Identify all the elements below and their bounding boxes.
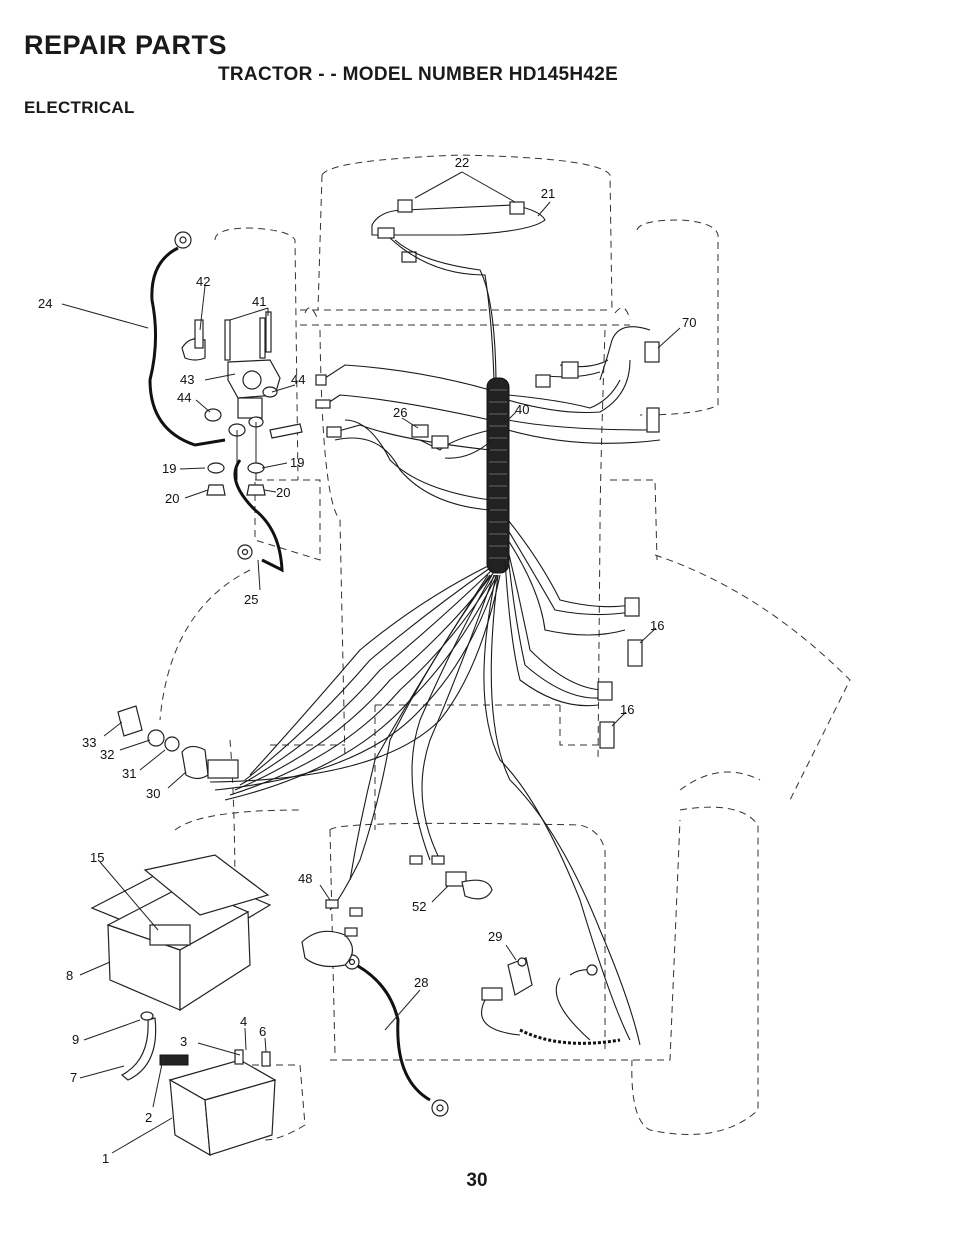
connectors <box>315 341 660 749</box>
callout-15: 15 <box>90 850 104 865</box>
callout-30: 30 <box>146 786 160 801</box>
switch-29 <box>480 957 621 1045</box>
callout-29: 29 <box>488 929 502 944</box>
callout-52: 52 <box>412 899 426 914</box>
callout-48: 48 <box>298 871 312 886</box>
callout-31: 31 <box>122 766 136 781</box>
callout-40: 40 <box>515 402 529 417</box>
callout-19-left: 19 <box>162 461 176 476</box>
callout-32: 32 <box>100 747 114 762</box>
callout-6: 6 <box>259 1024 266 1039</box>
lamp-48 <box>301 899 363 968</box>
light-52 <box>409 855 493 900</box>
callout-3: 3 <box>180 1034 187 1049</box>
solenoid-assembly <box>181 311 303 496</box>
callout-33: 33 <box>82 735 96 750</box>
tractor-outline <box>159 154 851 1141</box>
callout-1: 1 <box>102 1151 109 1166</box>
ignition-switch <box>117 705 239 780</box>
headlight-harness <box>371 199 546 381</box>
callout-20-left: 20 <box>165 491 179 506</box>
callout-70: 70 <box>682 315 696 330</box>
page-number: 30 <box>466 1170 488 1191</box>
callout-16-lower: 16 <box>620 702 634 717</box>
callout-7: 7 <box>70 1070 77 1085</box>
cable-25 <box>233 459 284 573</box>
callout-44-right: 44 <box>291 372 305 387</box>
callout-44-left: 44 <box>177 390 191 405</box>
model-subtitle: TRACTOR - - MODEL NUMBER HD145H42E <box>218 64 619 85</box>
callout-8: 8 <box>66 968 73 983</box>
callout-19-right: 19 <box>290 455 304 470</box>
ground-cable-28 <box>344 954 449 1117</box>
battery-cable-24 <box>148 231 226 447</box>
callout-2: 2 <box>145 1110 152 1125</box>
leader-lines <box>61 171 681 1154</box>
battery-box <box>90 854 272 1012</box>
section-title: ELECTRICAL <box>24 98 135 117</box>
callout-labels: 22 21 24 42 41 70 43 44 44 26 40 19 19 2… <box>38 155 696 1166</box>
callout-9: 9 <box>72 1032 79 1047</box>
page-title: REPAIR PARTS <box>24 30 228 60</box>
callout-4: 4 <box>240 1014 247 1029</box>
callout-16-upper: 16 <box>650 618 664 633</box>
callout-26: 26 <box>393 405 407 420</box>
callout-28: 28 <box>414 975 428 990</box>
main-harness-conduit-40 <box>486 377 510 574</box>
battery-1 <box>159 1049 277 1157</box>
callout-22: 22 <box>455 155 469 170</box>
callout-41: 41 <box>252 294 266 309</box>
callout-21: 21 <box>541 186 555 201</box>
callout-25: 25 <box>244 592 258 607</box>
callout-20-right: 20 <box>276 485 290 500</box>
callout-24: 24 <box>38 296 52 311</box>
callout-42: 42 <box>196 274 210 289</box>
harness-wires <box>209 326 661 1046</box>
vent-tube-7 <box>120 1011 157 1081</box>
callout-43: 43 <box>180 372 194 387</box>
